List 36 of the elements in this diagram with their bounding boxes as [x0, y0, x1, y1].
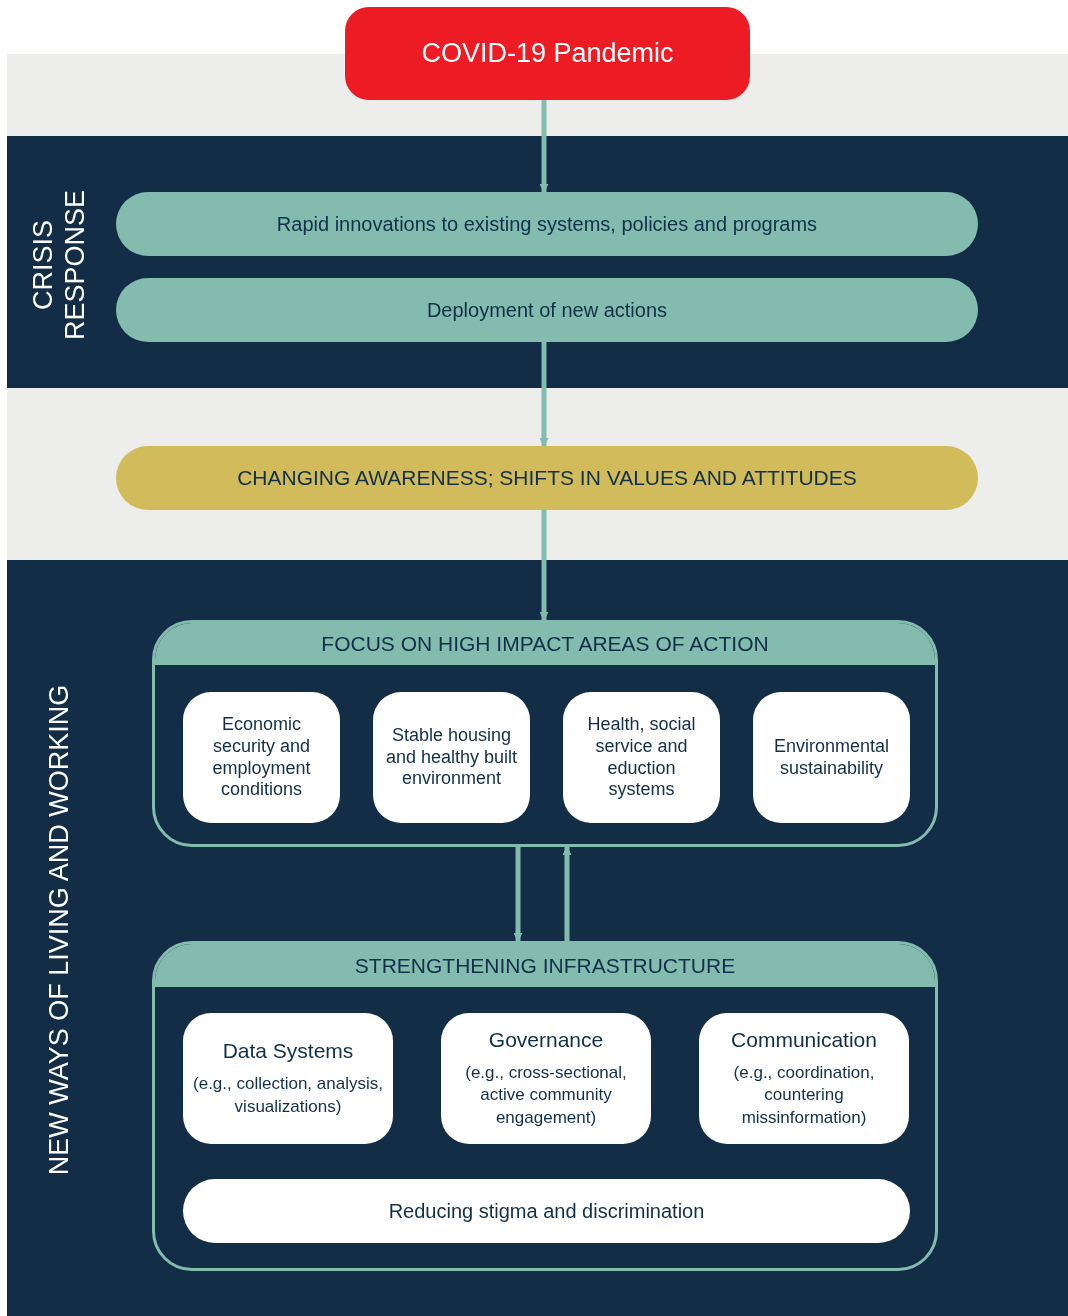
box-title: Governance [488, 1028, 604, 1053]
box-text: Deployment of new actions [426, 298, 668, 322]
category-box [373, 692, 530, 823]
arrow [539, 510, 549, 621]
arrow [513, 847, 523, 942]
box-title: Communication [731, 1028, 877, 1053]
box-description: (e.g., coordination, countering missinformation) [732, 1062, 876, 1129]
section-label: NEW WAYS OF LIVING AND WORKING [42, 684, 75, 1176]
section-band [7, 560, 1068, 1316]
box-text: Economic security and employment conditions [211, 714, 312, 801]
category-box [699, 1013, 909, 1144]
panel-heading: FOCUS ON HIGH IMPACT AREAS OF ACTION [155, 623, 935, 665]
category-box [183, 1013, 393, 1144]
category-box [441, 1013, 651, 1144]
box-text: Rapid innovations to existing systems, policies and programs [276, 212, 818, 236]
box-text: Health, social service and eduction systems [586, 714, 697, 801]
arrow [562, 846, 572, 941]
section-label: CRISIS RESPONSE [26, 189, 91, 343]
box-title: Data Systems [222, 1039, 354, 1064]
category-box [563, 692, 720, 823]
box-text: Environmental sustainability [772, 735, 891, 780]
arrow [539, 100, 549, 193]
section-band [7, 136, 1068, 388]
box-description: (e.g., collection, analysis, visualizations) [193, 1073, 383, 1118]
panel-heading: STRENGTHENING INFRASTRUCTURE [155, 944, 935, 987]
start-box [345, 7, 750, 100]
box-description: (e.g., cross-sectional, active community engagement) [464, 1062, 628, 1129]
group-panel [152, 941, 938, 1271]
box-text: CHANGING AWARENESS; SHIFTS IN VALUES AND ATTITUDES [237, 466, 857, 490]
category-box [183, 692, 340, 823]
box-text: Reducing stigma and discrimination [388, 1199, 705, 1223]
group-panel [152, 620, 938, 847]
category-box [753, 692, 910, 823]
box-text: COVID-19 Pandemic [421, 38, 674, 69]
arrow [539, 342, 549, 447]
box-text: Stable housing and healthy built environment [384, 725, 519, 790]
